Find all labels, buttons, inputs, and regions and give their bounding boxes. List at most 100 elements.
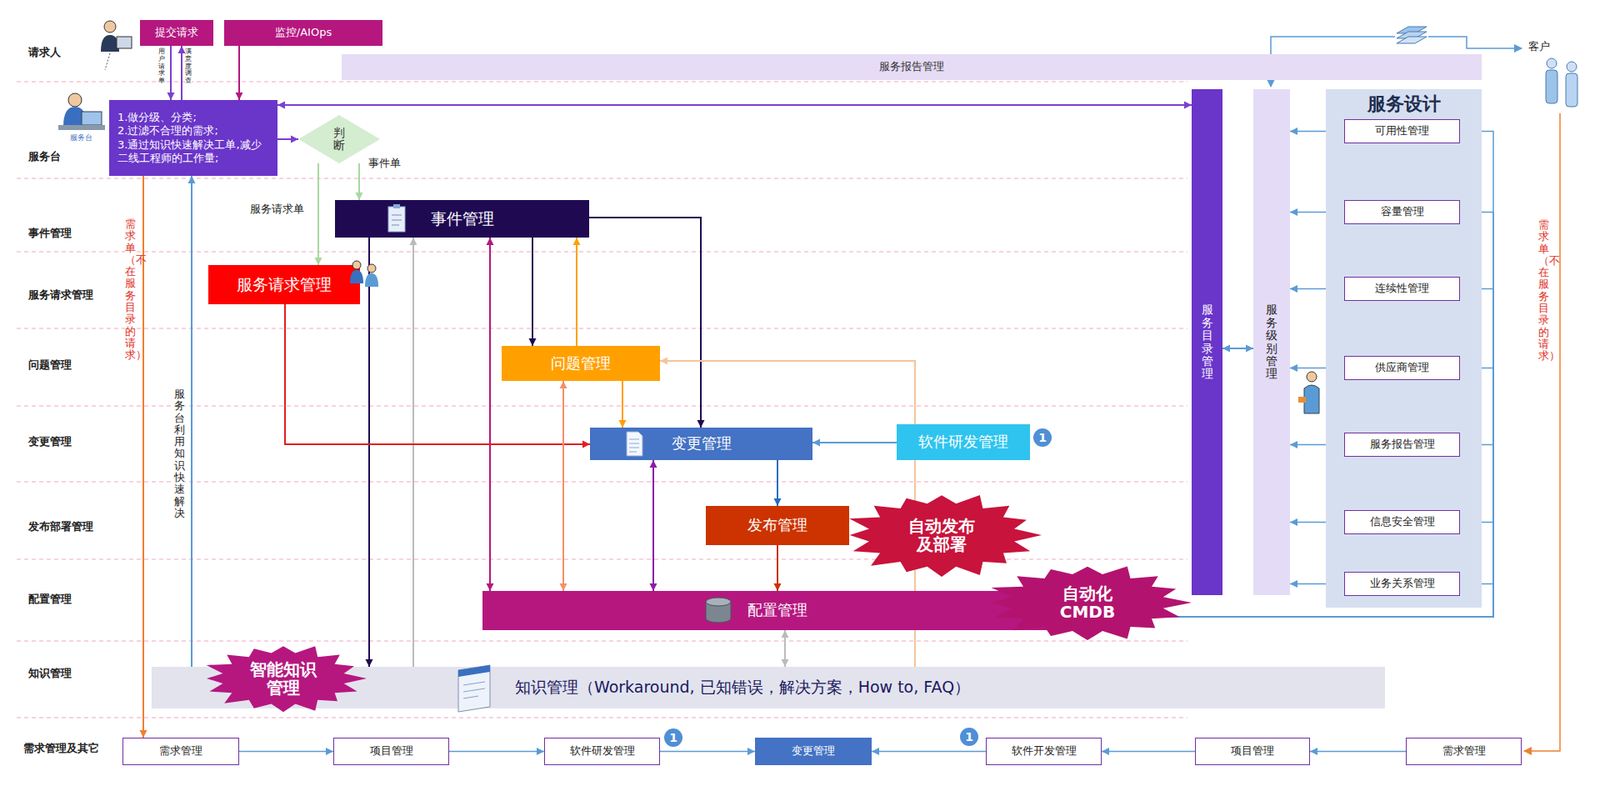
process-box: 变更管理	[590, 427, 813, 460]
arrowhead	[812, 439, 820, 447]
node-text: 智能知识管理	[245, 660, 322, 697]
arrowhead	[290, 135, 299, 144]
process-box: 监控/AIOps	[224, 20, 383, 46]
node-text: 发布管理	[747, 515, 808, 535]
arrowhead	[573, 237, 581, 245]
connector-line	[238, 45, 240, 100]
arrowhead	[486, 583, 495, 591]
row-label: 服务请求管理	[28, 288, 94, 302]
arrowhead	[660, 357, 668, 365]
arrowhead	[650, 583, 658, 591]
node-text: 服务目录管理	[1201, 303, 1214, 380]
document-icon	[626, 431, 643, 456]
vertical-note: 需求单（不在服务目录的请求）	[1538, 219, 1550, 363]
row-label: 发布部署管理	[28, 520, 94, 534]
connector	[277, 101, 1192, 110]
customer-demand-line	[1524, 113, 1560, 751]
node-text: 软件开发管理	[1011, 744, 1077, 758]
arrowhead	[529, 338, 537, 346]
node-text: 知识管理（Workaround, 已知错误，解决方案，How to, FAQ）	[515, 677, 970, 698]
node-text: 软件研发管理	[918, 432, 1009, 452]
node-text: 软件研发管理	[570, 744, 635, 758]
arrowhead	[315, 257, 323, 265]
connector-line	[621, 380, 624, 428]
connector-line	[1310, 750, 1406, 753]
connector	[589, 217, 705, 428]
arrowhead	[188, 175, 196, 184]
actor-label: 客户	[1526, 40, 1552, 54]
connector-line	[277, 138, 299, 140]
connector-line	[784, 630, 786, 667]
flow-box: 软件研发管理	[544, 737, 660, 765]
connector	[315, 163, 323, 265]
callout-number: 1	[960, 727, 979, 746]
arrowhead	[871, 747, 880, 755]
connector-line	[660, 750, 755, 753]
connector-line	[239, 750, 334, 753]
arrowhead	[774, 498, 782, 506]
arrowhead	[365, 659, 374, 667]
arrowhead	[1290, 364, 1298, 372]
connector-line	[776, 545, 779, 591]
connector-line	[412, 237, 415, 667]
node-text: 项目管理	[1230, 744, 1275, 758]
arrowhead	[781, 659, 790, 667]
connector	[529, 237, 537, 346]
line-note: 满意度调查	[185, 48, 192, 85]
node-text: 1.做分级、分类;	[117, 110, 270, 125]
arrowhead	[1290, 285, 1298, 293]
arrowhead	[560, 380, 568, 389]
service-desk-box: 1.做分级、分类;2.过滤不合理的需求;3.通过知识快速解决工单,减少二线工程师…	[109, 100, 278, 176]
arrowhead	[410, 237, 418, 245]
database-icon	[705, 597, 731, 623]
connector-line	[142, 175, 145, 738]
node-text: 可用性管理	[1375, 124, 1430, 138]
arrowhead	[140, 730, 148, 738]
requester-figure	[100, 20, 132, 70]
connector	[1222, 345, 1254, 353]
node-text: 问题管理	[550, 354, 611, 374]
node-text: 项目管理	[370, 744, 414, 758]
connector-line	[170, 45, 172, 100]
arrowhead	[650, 460, 658, 468]
connector-line	[358, 163, 360, 200]
node-text: 服务级别管理	[1265, 303, 1278, 380]
node-text: 服务设计	[1367, 92, 1441, 116]
row-label: 配置管理	[28, 592, 72, 606]
starburst-shape	[849, 495, 1042, 577]
connector	[871, 747, 986, 755]
node-text: 服务请求管理	[236, 275, 332, 295]
arrowhead	[1245, 345, 1254, 353]
connector-line	[1101, 750, 1195, 753]
node-text: 信息安全管理	[1370, 515, 1435, 529]
arrowhead	[774, 583, 782, 591]
node-text: 配置管理	[747, 600, 808, 620]
node-text: 2.过滤不合理的需求;	[117, 124, 270, 138]
connector	[1310, 747, 1406, 755]
vertical-note: 服务台利用知识快速解决	[174, 388, 185, 520]
arrowhead	[486, 237, 495, 245]
arrowhead	[1184, 101, 1192, 110]
arrowhead	[235, 92, 244, 100]
connector	[812, 439, 897, 447]
flow-box: 变更管理	[755, 737, 872, 765]
connector-line	[317, 163, 320, 265]
arrowhead	[1290, 518, 1298, 526]
arrowhead	[325, 747, 334, 755]
row-label: 请求人	[28, 45, 61, 60]
connector-line	[589, 217, 701, 428]
starburst-shape	[991, 566, 1193, 641]
flow-box: 需求管理	[1405, 737, 1522, 765]
process-box: 提交请求	[140, 20, 214, 46]
flow-box: 需求管理	[122, 737, 240, 765]
connector	[650, 460, 658, 591]
connector	[167, 45, 175, 100]
node-text: 提交请求	[155, 25, 199, 40]
server-icon	[1396, 26, 1427, 44]
design-box: 供应商管理	[1344, 355, 1460, 380]
vertical-bar: 服务目录管理	[1191, 89, 1223, 595]
connector	[239, 747, 334, 755]
arrowhead	[1222, 345, 1230, 353]
